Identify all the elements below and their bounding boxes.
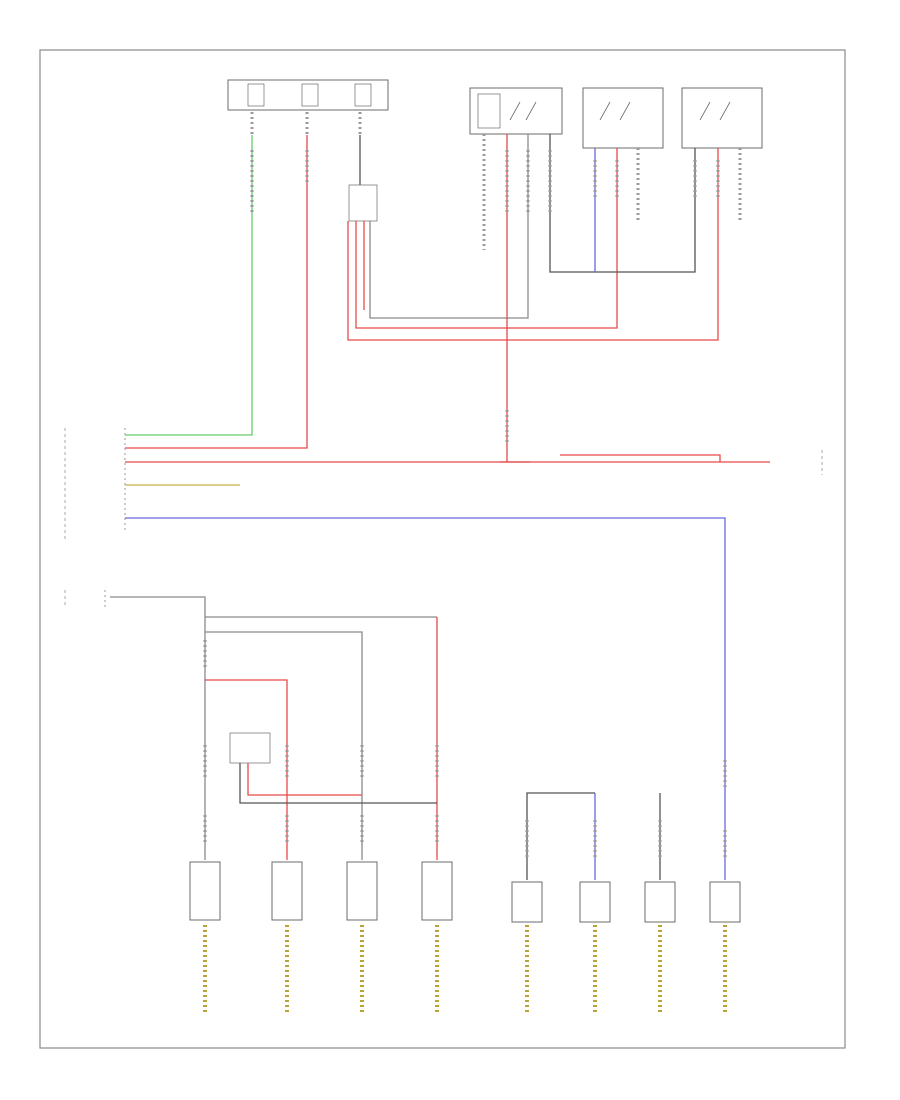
switch-2 xyxy=(582,87,664,149)
ground-leads xyxy=(203,925,727,1012)
lower-lamp-row xyxy=(511,881,741,923)
wire-red-switch3 xyxy=(347,148,719,341)
wire-green-fuse xyxy=(125,135,253,436)
wire-gray-left xyxy=(110,596,206,860)
switch-1 xyxy=(469,87,563,135)
wire-gray-switch1 xyxy=(369,134,529,319)
lamp-2 xyxy=(271,861,303,921)
lamp-8 xyxy=(709,881,741,923)
lamp-3 xyxy=(346,861,378,921)
main-module xyxy=(64,428,126,540)
lamp-5 xyxy=(511,881,543,923)
wire-blue-main xyxy=(125,517,726,880)
lamp-6 xyxy=(579,881,611,923)
lamp-1 xyxy=(189,861,221,921)
switch-3 xyxy=(681,87,763,149)
lamp-7 xyxy=(644,881,676,923)
diagram-frame xyxy=(39,49,846,1049)
fuse-block xyxy=(227,79,389,135)
wire-red-switch2 xyxy=(355,148,618,329)
lamp-4 xyxy=(421,861,453,921)
left-module xyxy=(64,590,106,608)
sub-module xyxy=(229,732,271,764)
upper-lamp-row xyxy=(189,861,453,921)
wire-red-fuse xyxy=(125,135,308,449)
